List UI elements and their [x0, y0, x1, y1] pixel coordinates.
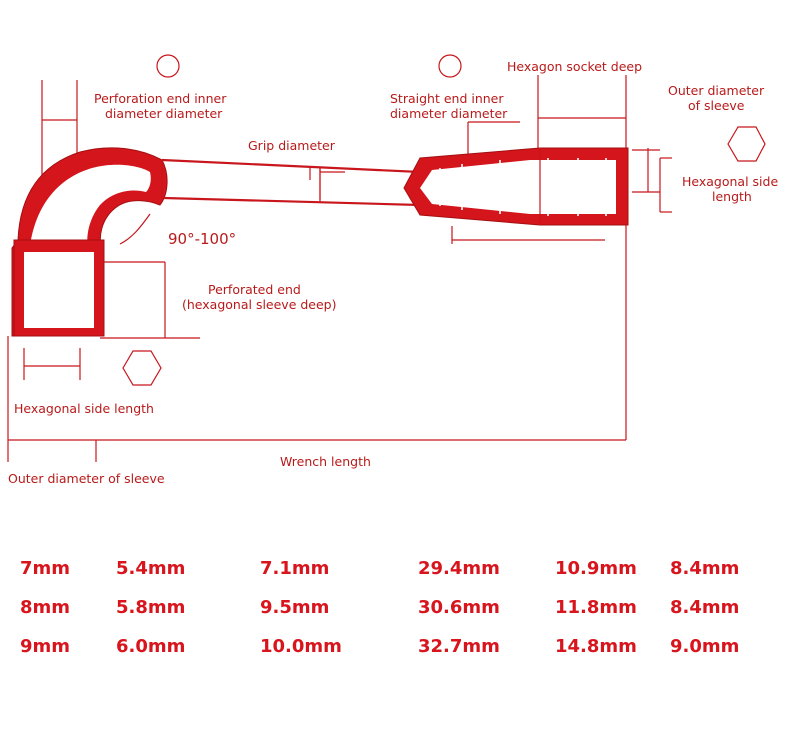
table-cell: 9.0mm — [670, 636, 740, 657]
straight-inner-label: Straight end inner — [390, 91, 504, 106]
table-row: 8mm 5.8mm 9.5mm 30.6mm 11.8mm 8.4mm — [0, 597, 790, 636]
dimension-lines — [7, 75, 672, 462]
table-cell: 32.7mm — [418, 636, 500, 657]
circle-symbol-icon — [438, 54, 462, 78]
hex-side-left-label: Hexagonal side length — [14, 401, 154, 416]
outer-diameter-left-label: Outer diameter of sleeve — [8, 471, 165, 486]
hex-side-right-label-2: length — [712, 189, 752, 204]
table-cell: 29.4mm — [418, 558, 500, 579]
table-cell: 5.8mm — [116, 597, 186, 618]
table-cell: 5.4mm — [116, 558, 186, 579]
perforated-end-label: Perforated end — [208, 282, 301, 297]
table-cell: 8mm — [20, 597, 71, 618]
hexagon-symbol-icon — [122, 350, 162, 386]
wrench-length-label: Wrench length — [280, 454, 371, 469]
spec-table: 7mm 5.4mm 7.1mm 29.4mm 10.9mm 8.4mm 8mm … — [0, 558, 790, 675]
table-cell: 11.8mm — [555, 597, 637, 618]
table-cell: 8.4mm — [670, 597, 740, 618]
perforated-end-label-2: (hexagonal sleeve deep) — [182, 297, 337, 312]
circle-symbol-icon — [156, 54, 180, 78]
wrench-shape — [11, 147, 629, 337]
straight-inner-label-2: diameter diameter — [390, 106, 508, 121]
table-cell: 10.0mm — [260, 636, 342, 657]
perforation-inner-label-2: diameter diameter — [105, 106, 223, 121]
table-cell: 9.5mm — [260, 597, 330, 618]
hex-side-right-label: Hexagonal side — [682, 174, 778, 189]
hatch-lines — [439, 158, 607, 216]
table-row: 9mm 6.0mm 10.0mm 32.7mm 14.8mm 9.0mm — [0, 636, 790, 675]
table-cell: 7.1mm — [260, 558, 330, 579]
hex-socket-deep-label: Hexagon socket deep — [507, 59, 642, 74]
outer-diameter-right-label-2: of sleeve — [688, 98, 745, 113]
table-cell: 7mm — [20, 558, 71, 579]
hatch-lines — [29, 252, 91, 328]
hexagon-symbol-icon — [727, 126, 766, 162]
grip-diameter-label: Grip diameter — [248, 138, 336, 153]
table-cell: 6.0mm — [116, 636, 186, 657]
outer-diameter-right-label: Outer diameter — [668, 83, 765, 98]
table-cell: 8.4mm — [670, 558, 740, 579]
table-cell: 14.8mm — [555, 636, 637, 657]
perforation-inner-label: Perforation end inner — [94, 91, 227, 106]
table-cell: 30.6mm — [418, 597, 500, 618]
angle-label: 90°-100° — [168, 230, 236, 248]
table-row: 7mm 5.4mm 7.1mm 29.4mm 10.9mm 8.4mm — [0, 558, 790, 597]
table-cell: 10.9mm — [555, 558, 637, 579]
table-cell: 9mm — [20, 636, 71, 657]
wrench-diagram: Perforation end inner diameter diameter … — [7, 54, 778, 486]
